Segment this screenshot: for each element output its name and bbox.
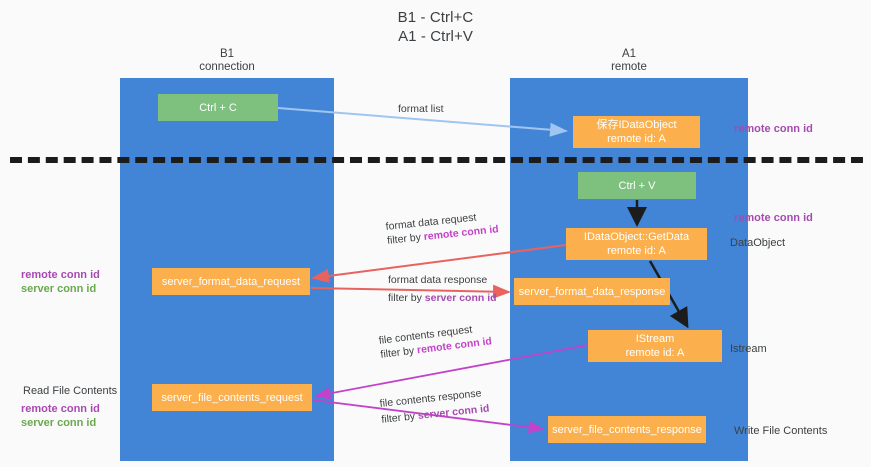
column-header-b1-name: B1 xyxy=(219,48,235,60)
node-server-file-contents-response[interactable]: server_file_contents_response xyxy=(548,416,706,443)
filter-key-server-conn-id: server conn id xyxy=(424,292,497,304)
node-server-file-contents-response-label: server_file_contents_response xyxy=(552,423,702,436)
annotation-istream: Istream xyxy=(730,343,767,355)
page-title: B1 - Ctrl+C A1 - Ctrl+V xyxy=(0,8,871,46)
node-getdata-label: IDataObject::GetData xyxy=(583,231,690,243)
annotation-write-file-contents: Write File Contents xyxy=(734,425,828,437)
annotation-left-conn-ids: remote conn id server conn id xyxy=(21,268,100,296)
annotation-remote-conn-id-top: remote conn id xyxy=(734,123,813,135)
title-line-1: B1 - Ctrl+C xyxy=(397,9,474,26)
node-idataobject-label: 保存IDataObject xyxy=(596,119,677,131)
node-ctrl-v[interactable]: Ctrl + V xyxy=(578,172,696,199)
label-file-contents-request: file contents request filter by remote c… xyxy=(378,320,493,361)
filter-prefix: filter by xyxy=(380,410,419,426)
column-header-b1-role: connection xyxy=(199,61,255,73)
column-header-a1-name: A1 xyxy=(621,48,637,60)
label-format-list-text: format list xyxy=(398,103,444,115)
node-server-format-data-request-label: server_format_data_request xyxy=(161,275,301,288)
node-istream[interactable]: IStream remote id: A xyxy=(588,330,722,362)
column-header-a1: A1 remote xyxy=(510,48,748,74)
annotation-left-conn-ids-bottom: remote conn id server conn id xyxy=(21,402,100,430)
annotation-dataobject: DataObject xyxy=(730,237,786,249)
annotation-left-server-conn-id-bottom: server conn id xyxy=(21,417,97,429)
column-header-a1-role: remote xyxy=(611,61,647,73)
label-format-data-response-text: format data response xyxy=(388,274,488,286)
node-ctrl-c[interactable]: Ctrl + C xyxy=(158,94,278,121)
filter-prefix: filter by xyxy=(379,344,418,361)
label-format-data-response-filter: filter by server conn id xyxy=(388,291,497,305)
node-idataobject-sublabel: remote id: A xyxy=(607,133,666,145)
phase-divider xyxy=(10,157,863,163)
node-server-file-contents-request-label: server_file_contents_request xyxy=(161,391,303,404)
filter-prefix: filter by xyxy=(386,231,425,247)
annotation-remote-conn-id-mid: remote conn id xyxy=(734,212,813,224)
node-server-format-data-response[interactable]: server_format_data_response xyxy=(514,278,670,305)
annotation-left-remote-conn-id: remote conn id xyxy=(21,269,100,281)
node-idataobject-getdata[interactable]: IDataObject::GetData remote id: A xyxy=(566,228,707,260)
label-format-data-response: format data response filter by server co… xyxy=(388,273,497,305)
label-format-data-request: format data request filter by remote con… xyxy=(385,208,499,248)
annotation-read-file-contents: Read File Contents xyxy=(23,385,118,397)
label-format-list: format list xyxy=(398,102,444,116)
node-getdata-sublabel: remote id: A xyxy=(607,245,666,257)
node-server-format-data-response-label: server_format_data_response xyxy=(518,285,666,298)
node-ctrl-c-label: Ctrl + C xyxy=(199,101,237,114)
title-line-2: A1 - Ctrl+V xyxy=(398,28,473,45)
annotation-left-server-conn-id: server conn id xyxy=(21,283,97,295)
label-file-contents-response: file contents response filter by server … xyxy=(379,386,490,427)
node-server-format-data-request[interactable]: server_format_data_request xyxy=(152,268,310,295)
annotation-left-remote-conn-id-bottom: remote conn id xyxy=(21,403,100,415)
node-idataobject[interactable]: 保存IDataObject remote id: A xyxy=(573,116,700,148)
node-server-file-contents-request[interactable]: server_file_contents_request xyxy=(152,384,312,411)
node-ctrl-v-label: Ctrl + V xyxy=(618,179,656,192)
node-istream-sublabel: remote id: A xyxy=(625,347,685,359)
filter-prefix: filter by xyxy=(388,292,425,304)
node-istream-label: IStream xyxy=(635,333,675,345)
column-header-b1: B1 connection xyxy=(120,48,334,74)
